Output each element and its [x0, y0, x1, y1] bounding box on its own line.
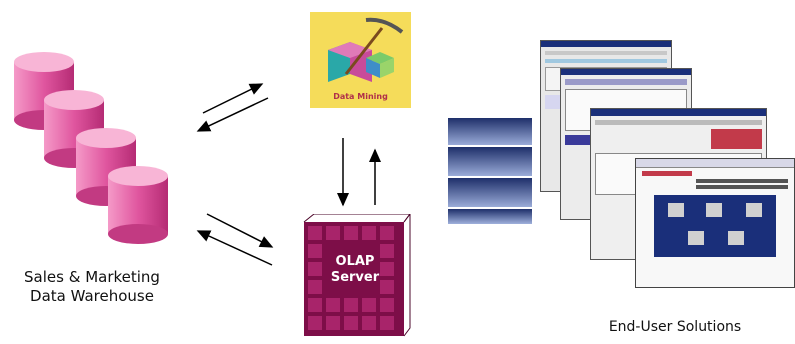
data-warehouse-stack: [14, 52, 168, 244]
pickaxe-icon: [328, 17, 404, 82]
app-window-icon: [635, 158, 795, 288]
data-mining-label: Data Mining: [333, 92, 388, 101]
arrow-icon: [206, 213, 274, 248]
olap-label: OLAP Server: [320, 254, 390, 286]
warehouse-label: Sales & Marketing Data Warehouse: [2, 268, 182, 306]
warehouse-label-line1: Sales & Marketing: [24, 268, 160, 286]
olap-label-line1: OLAP: [335, 254, 375, 269]
database-cylinder-icon: [108, 166, 168, 244]
olap-label-line2: Server: [330, 270, 380, 285]
olap-cube-icon: [303, 214, 411, 337]
warehouse-label-line2: Data Warehouse: [30, 287, 154, 305]
arrow-icon: [196, 230, 273, 266]
network-bar-panel: [448, 118, 532, 224]
data-mining-box: Data Mining: [310, 12, 411, 108]
olap-server: OLAP Server: [300, 214, 412, 338]
arrow-icon: [202, 83, 264, 114]
arrow-icon: [196, 97, 269, 132]
end-user-label: End-User Solutions: [608, 319, 742, 335]
